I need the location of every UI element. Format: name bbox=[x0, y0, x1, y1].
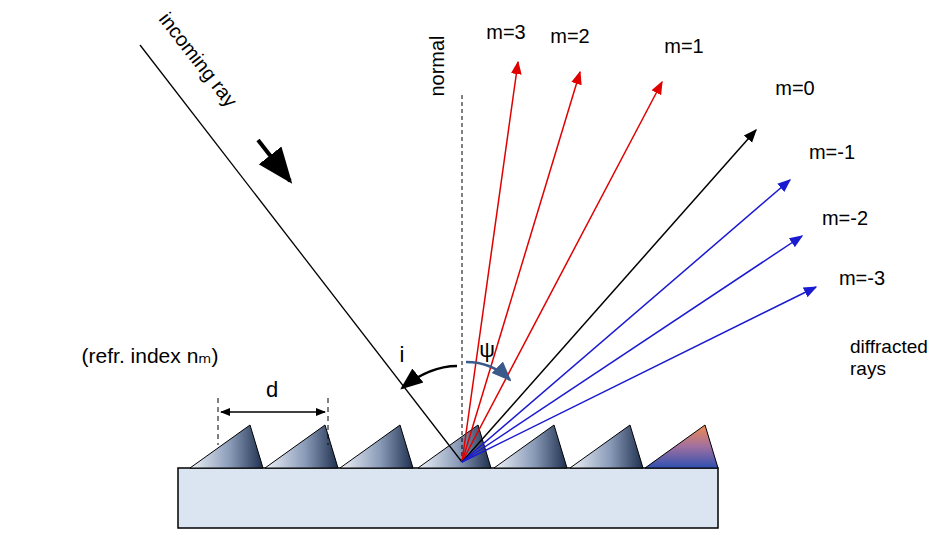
grating-tooth bbox=[570, 425, 643, 468]
caption-label: diffracted rays bbox=[850, 336, 934, 380]
grating-tooth bbox=[645, 425, 718, 468]
angle-label: i bbox=[400, 342, 405, 367]
grating-tooth bbox=[340, 425, 413, 468]
order-label: m=3 bbox=[486, 21, 525, 44]
normal-label: normal bbox=[426, 35, 449, 96]
medium-label: (refr. index nₘ) bbox=[82, 344, 219, 368]
grating-tooth bbox=[494, 425, 567, 468]
period-label: d bbox=[266, 377, 278, 402]
order-label: m=1 bbox=[664, 35, 703, 58]
grating-tooth bbox=[190, 425, 263, 468]
order-label: m=0 bbox=[775, 77, 814, 100]
order-label: m=-2 bbox=[822, 207, 868, 230]
angle-label: ψ bbox=[479, 337, 495, 362]
ray-label: incoming ray bbox=[154, 8, 242, 112]
order-label: m=2 bbox=[550, 25, 589, 48]
order-label: m=-3 bbox=[839, 267, 885, 290]
grating-tooth bbox=[265, 425, 338, 468]
order-label: m=-1 bbox=[809, 141, 855, 164]
